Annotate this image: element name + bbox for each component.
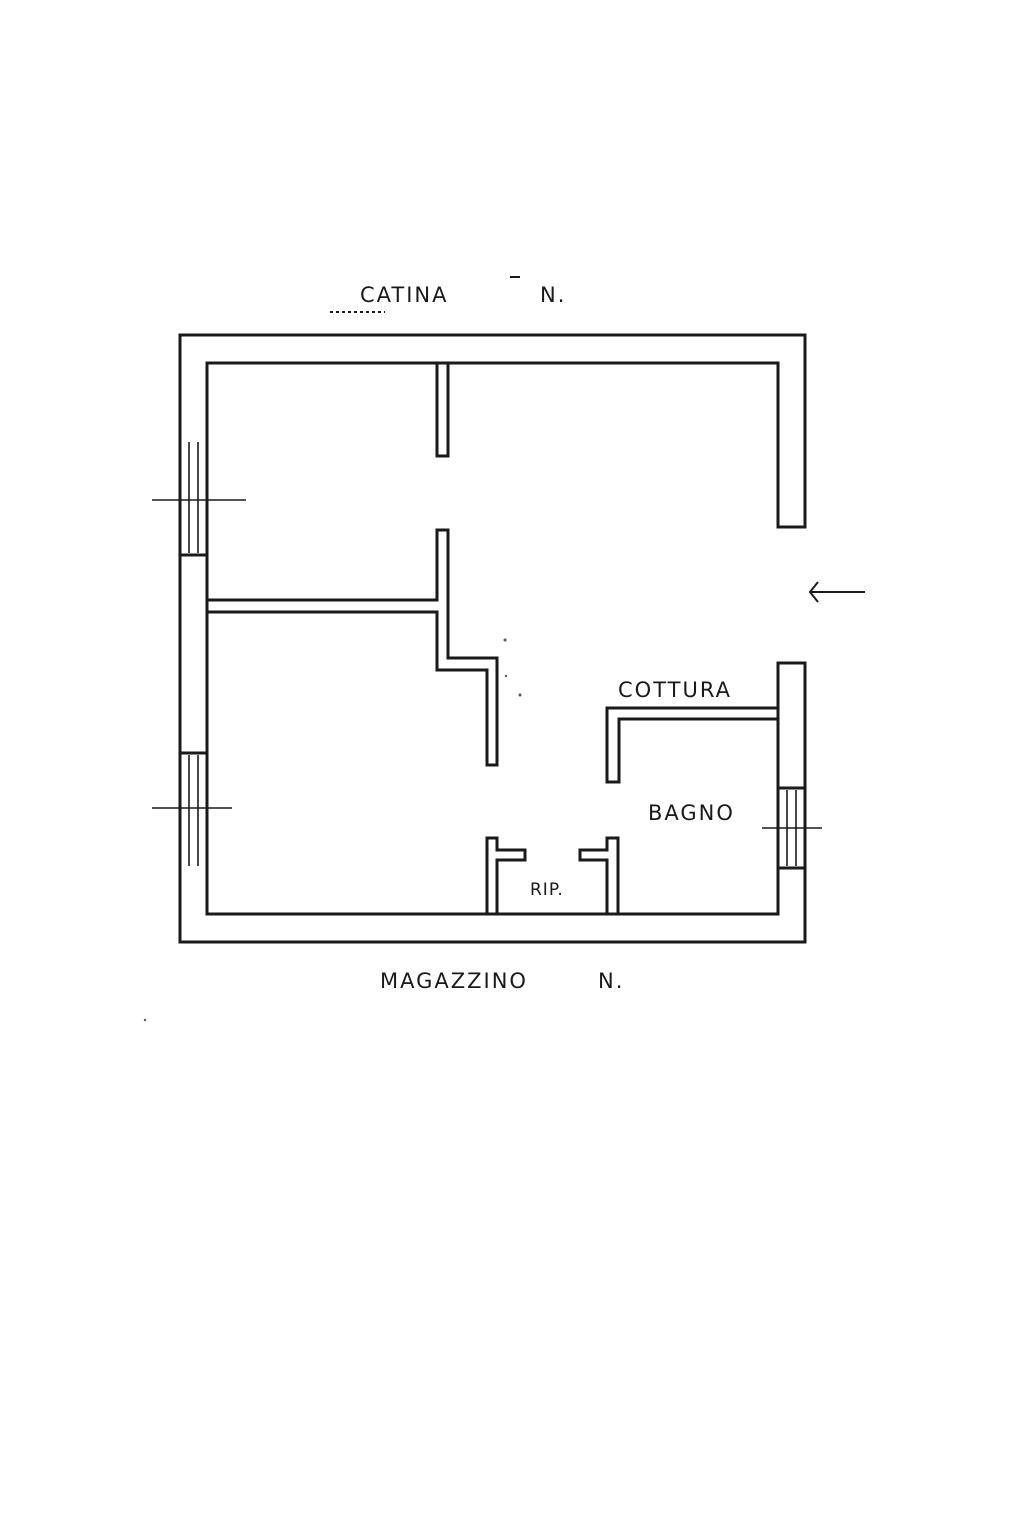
window-left-lower [152,753,232,868]
scan-marks [143,276,522,1022]
window-left-upper [152,440,246,555]
bottom-neighbor-label: MAGAZZINO [380,969,528,993]
room-label-kitchen: COTTURA [618,678,732,702]
outer-wall [178,333,807,944]
top-neighbor-label: CATINA [360,283,449,307]
interior-walls [207,363,778,914]
entrance-arrow-icon [808,581,865,603]
top-neighbor-number: N. [540,283,566,307]
room-label-bathroom: BAGNO [648,801,735,825]
room-label-storage: RIP. [530,880,564,900]
bottom-neighbor-number: N. [598,969,624,993]
window-right [762,788,822,868]
